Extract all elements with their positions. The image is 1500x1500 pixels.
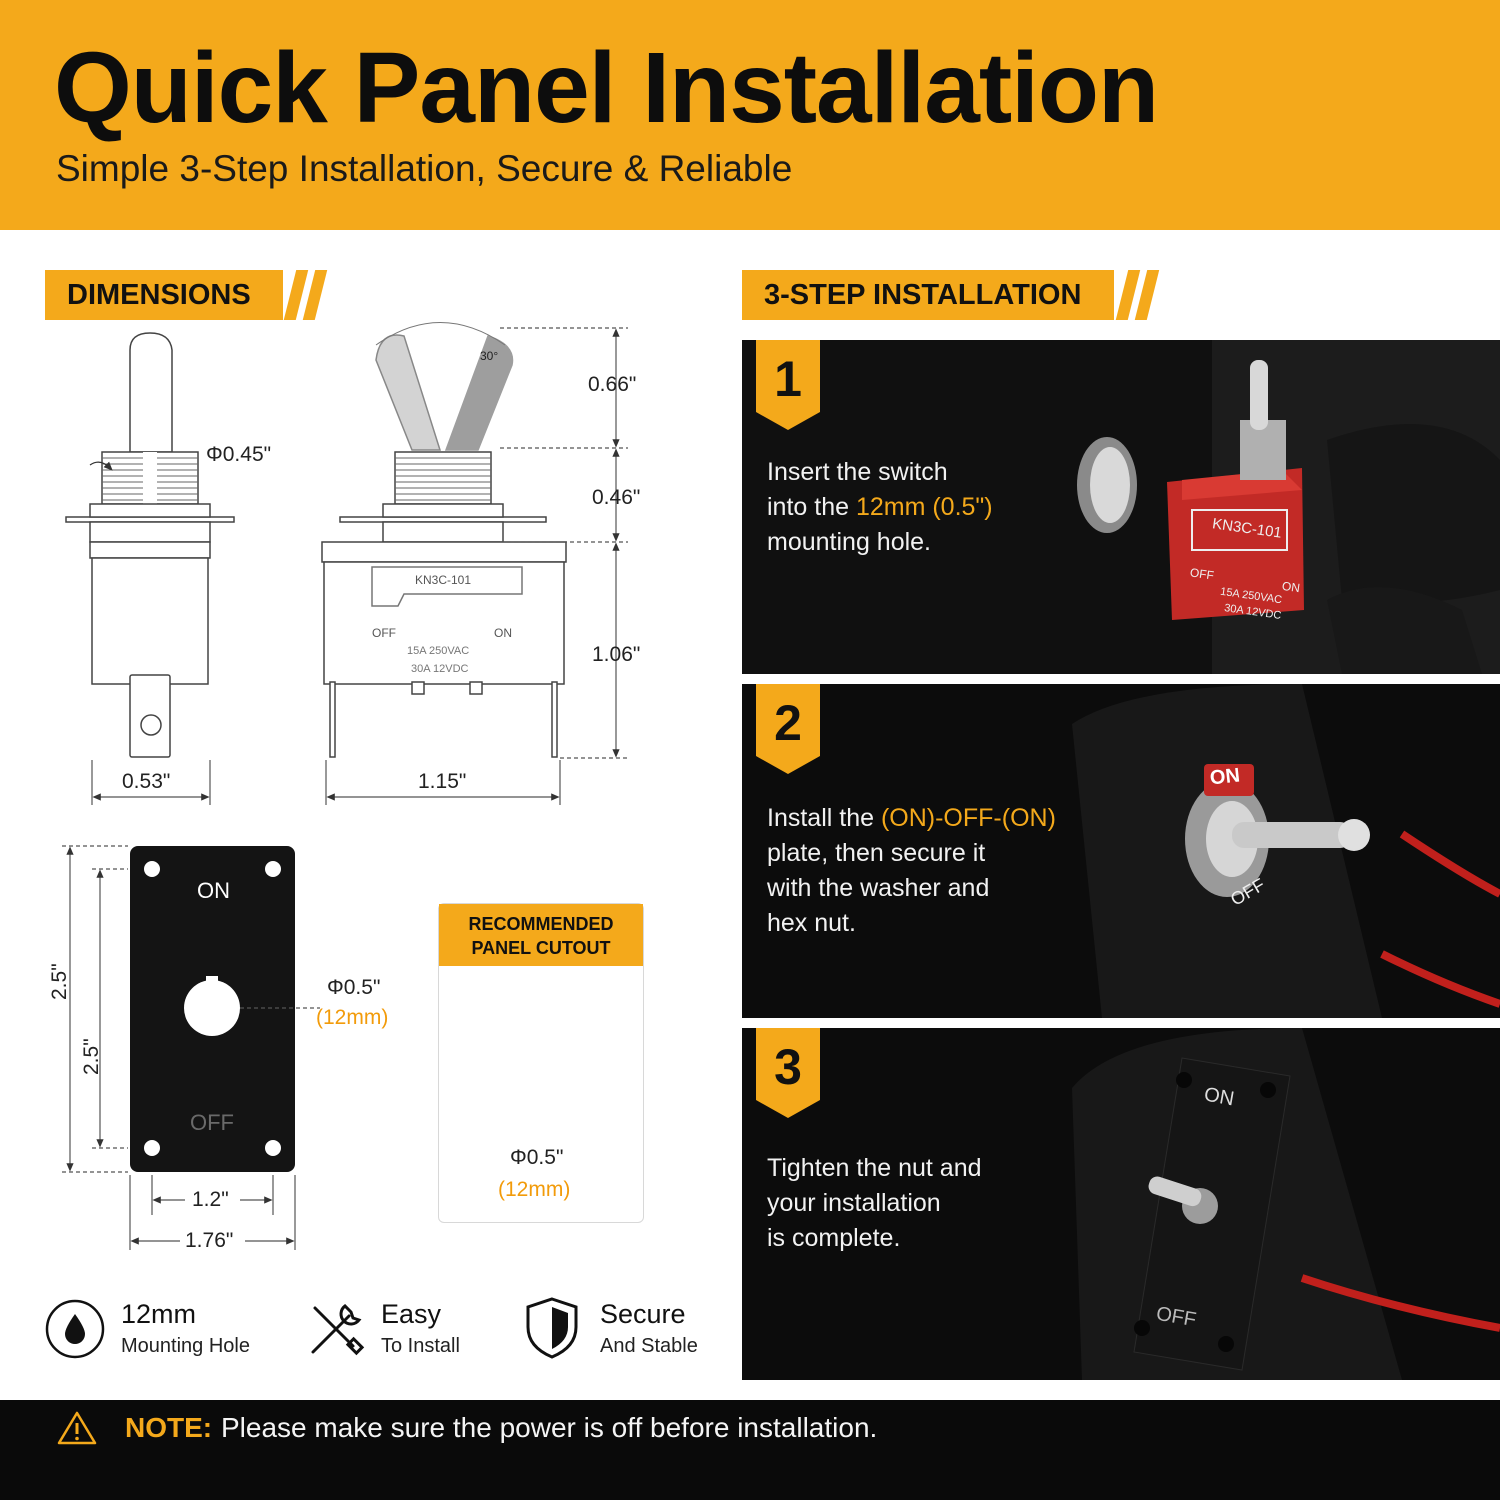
step-3-line2: your installation [767,1189,941,1217]
switch-off-label: OFF [372,626,396,640]
dim-height-lever: 0.66" [588,373,637,396]
dim-lever-angle: 30° [480,349,499,363]
feature-subtitle: And Stable [600,1335,698,1357]
switch-front-view [321,322,567,758]
dim-width-side: 0.53" [122,770,171,793]
step-2-line4: hex nut. [767,909,856,937]
step-3-photo [742,1028,1500,1380]
footer-note-bar: NOTE: Please make sure the power is off … [0,1400,1500,1500]
cutout-heading-line2: PANEL CUTOUT [471,938,611,958]
step-2-line2: plate, then secure it [767,839,986,867]
step-2-line1: Install the (ON)-OFF-(ON) [767,804,1056,832]
panel-plate-drawing [130,846,295,1172]
warning-icon [57,1411,97,1445]
step-1-text: Insert the switch into the 12mm (0.5") m… [767,455,993,560]
step-1-line3: mounting hole. [767,528,932,556]
note-label: NOTE: [125,1412,213,1443]
step-3-line3: is complete. [767,1224,901,1252]
feature-subtitle: Mounting Hole [121,1335,250,1357]
step-2-line3: with the washer and [767,874,990,902]
header-banner: Quick Panel Installation Simple 3-Step I… [0,0,1500,230]
page-title: Quick Panel Installation [54,32,1159,144]
feature-subtitle: To Install [381,1335,460,1357]
step-2-photo [742,684,1500,1018]
photo-on-label: ON [1208,764,1242,790]
step-1-line1: Insert the switch [767,458,948,486]
step-1-line2: into the 12mm (0.5") [767,493,993,521]
plate-off-text: OFF [190,1110,234,1135]
photo-on-label: ON [1202,1083,1236,1111]
step-number-badge [756,340,820,430]
plate-width-inner: 1.2" [192,1188,229,1211]
dim-diameter-top: Φ0.45" [206,443,272,466]
plate-hole-dia: Φ0.5" [327,976,381,999]
drop-icon [45,1299,105,1359]
step-2-highlight: (ON)-OFF-(ON) [880,804,1056,832]
feature-title: Easy [381,1299,442,1329]
feature-title: 12mm [121,1299,197,1329]
plate-height-outer: 2.5" [48,963,71,1000]
section-label-installation: 3-STEP INSTALLATION [742,270,1114,320]
switch-model: KN3C-101 [415,573,472,587]
step-number-badge [756,1028,820,1118]
step-number: 3 [774,1039,802,1095]
plate-hole-mm: (12mm) [316,1006,389,1029]
step-2-text: Install the (ON)-OFF-(ON) plate, then se… [767,801,1056,941]
feature-mounting-hole: 12mm Mounting Hole [45,1295,275,1370]
dim-height-body: 1.06" [592,643,641,666]
plate-on-text: ON [197,878,230,903]
switch-rating-dc: 30A 12VDC [411,663,469,675]
step-3-text: Tighten the nut and your installation is… [767,1151,982,1256]
switch-side-view [65,332,235,758]
feature-secure: Secure And Stable [524,1295,714,1370]
feature-easy-install: Easy To Install [305,1295,505,1370]
step-2-panel: 2 Install the (ON)-OFF-(ON) plate, then … [742,684,1500,1018]
dimension-drawing [62,322,628,1250]
dim-height-thread: 0.46" [592,486,641,509]
page-subtitle: Simple 3-Step Installation, Secure & Rel… [56,148,793,189]
switch-rating-ac: 15A 250VAC [407,645,470,657]
step-1-highlight: 12mm (0.5") [855,493,993,521]
step-1-panel: 1 Insert the switch into the 12mm (0.5")… [742,340,1500,674]
label-stripe [1134,270,1160,320]
step-number-badge [756,684,820,774]
cutout-mm: (12mm) [498,1178,571,1201]
section-label-dimensions: DIMENSIONS [45,270,283,320]
note-text: Please make sure the power is off before… [221,1412,878,1443]
plate-height-inner: 2.5" [80,1038,103,1075]
tools-icon [311,1304,365,1356]
step-number: 2 [774,695,802,751]
cutout-heading: RECOMMENDED PANEL CUTOUT [439,904,643,966]
step-1-photo [742,340,1500,674]
feature-title: Secure [600,1299,686,1329]
step-number: 1 [774,351,802,407]
photo-on-label: ON [1281,578,1301,596]
dim-width-front: 1.15" [418,770,467,793]
recommended-cutout-card: RECOMMENDED PANEL CUTOUT [438,903,644,1223]
switch-on-label: ON [494,626,512,640]
cutout-heading-line1: RECOMMENDED [468,914,614,934]
shield-icon [526,1297,578,1359]
plate-width-outer: 1.76" [185,1229,234,1252]
step-3-line1: Tighten the nut and [767,1154,982,1182]
cutout-dia: Φ0.5" [510,1146,564,1169]
step-3-panel: 3 Tighten the nut and your installation … [742,1028,1500,1380]
